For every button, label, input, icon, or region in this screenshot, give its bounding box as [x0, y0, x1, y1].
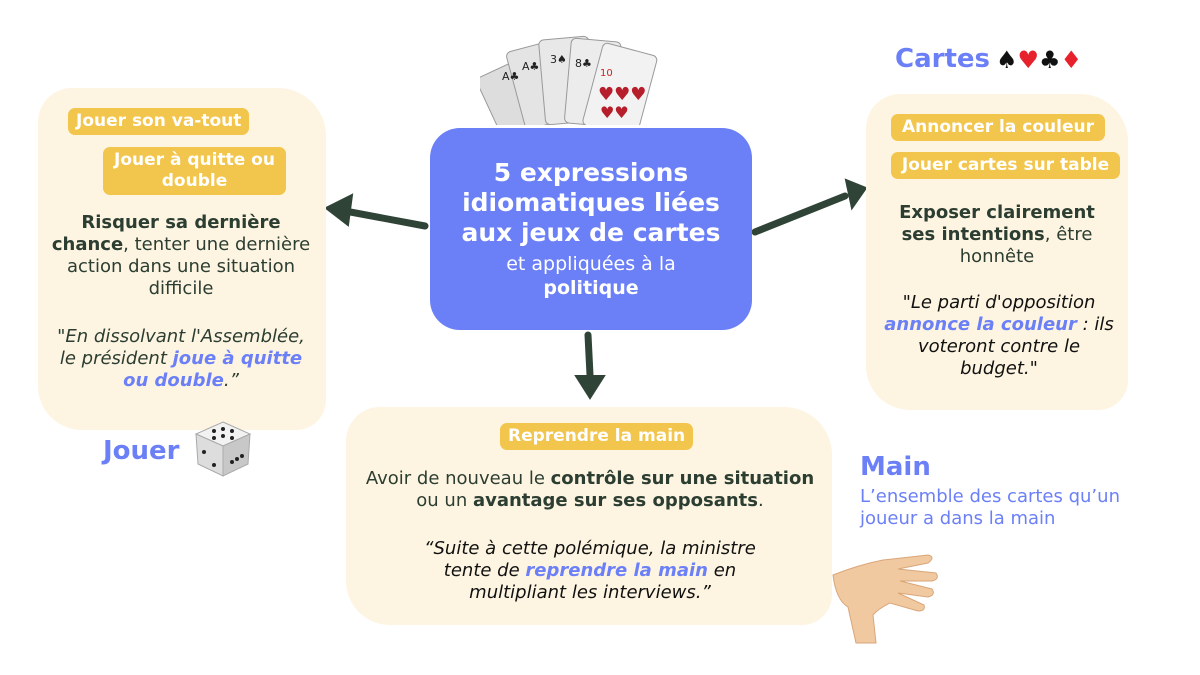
tag-annoncer-la-couleur: Annoncer la couleur — [891, 114, 1105, 141]
svg-text:A♣: A♣ — [522, 60, 539, 73]
right-definition: Exposer clairement ses intentions, être … — [899, 202, 1095, 267]
tag-jouer-cartes-sur-table: Jouer cartes sur table — [891, 152, 1120, 179]
svg-text:10: 10 — [600, 68, 613, 79]
playing-cards-illustration: A♣ A♣ 3♠ 8♣ 10 ♥♥♥ ♥♥ — [480, 35, 658, 125]
bottom-definition: Avoir de nouveau le contrôle sur une sit… — [365, 468, 815, 511]
main-definition: L’ensemble des cartes qu’un joueur a dan… — [860, 486, 1120, 529]
central-title-box: 5 expressions idiomatiques liées aux jeu… — [430, 128, 752, 330]
svg-text:8♣: 8♣ — [575, 57, 592, 70]
right-example-quote: "Le parti d'opposition annonce la couleu… — [884, 292, 1114, 379]
club-icon: ♣ — [1039, 46, 1061, 74]
svg-text:A♣: A♣ — [502, 70, 519, 83]
right-expression-card — [866, 94, 1128, 410]
tag-jouer-a-quitte-ou-double: Jouer à quitte ou double — [103, 147, 286, 195]
svg-text:♥♥: ♥♥ — [600, 103, 629, 122]
left-expression-card — [38, 88, 326, 430]
bottom-example-quote: “Suite à cette polémique, la ministre te… — [424, 538, 756, 603]
dice-icon — [194, 421, 252, 477]
left-definition: Risquer sa dernière chance, tenter une d… — [51, 212, 311, 299]
spade-icon: ♠ — [996, 46, 1018, 74]
card-suits-icons: ♠♥♣♦ — [996, 46, 1082, 74]
label-jouer: Jouer — [103, 436, 180, 466]
left-example-quote: "En dissolvant l'Assemblée, le président… — [57, 326, 305, 391]
tag-reprendre-la-main: Reprendre la main — [500, 423, 694, 450]
svg-text:♥♥♥: ♥♥♥ — [598, 84, 646, 105]
heart-icon: ♥ — [1017, 46, 1040, 74]
svg-text:3♠: 3♠ — [550, 53, 567, 66]
label-main: Main — [860, 452, 931, 482]
tag-jouer-son-va-tout: Jouer son va-tout — [68, 108, 250, 135]
label-cartes: Cartes — [895, 44, 990, 74]
diamond-icon: ♦ — [1060, 46, 1083, 74]
central-title: 5 expressions idiomatiques liées aux jeu… — [461, 158, 721, 247]
hand-illustration — [832, 554, 938, 644]
